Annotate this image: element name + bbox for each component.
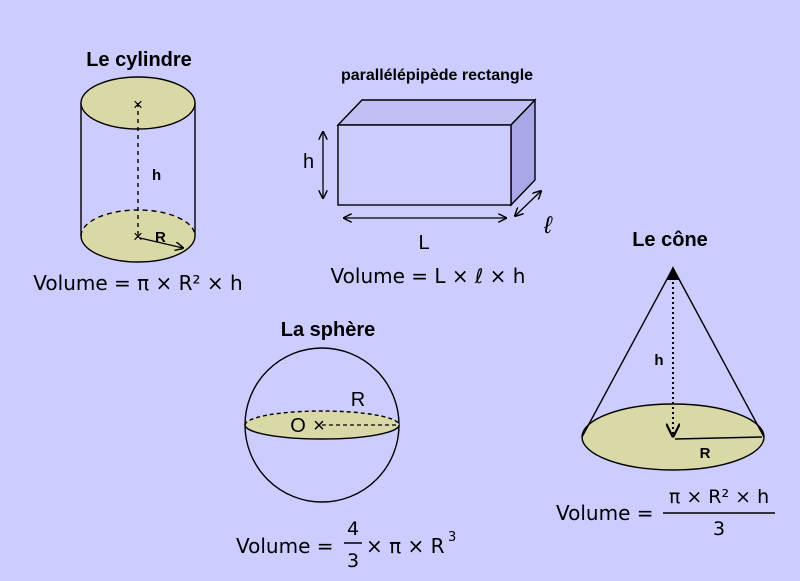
cone-left-side — [581, 267, 674, 438]
cylinder-figure: Le cylindre × × h R Volume = π × R² × h — [33, 49, 242, 295]
cylinder-base-center-mark: × — [133, 227, 143, 246]
sphere-equator-back-edge — [244, 410, 400, 426]
box-width-label: ℓ — [543, 212, 553, 239]
box-length-label: L — [418, 232, 429, 254]
cone-figure: Le cône h R Volume = π × R² × h 3 — [556, 229, 775, 540]
cone-radius-label: R — [700, 445, 711, 462]
sphere-exponent: 3 — [448, 530, 456, 545]
sphere-center-label: O — [290, 415, 306, 437]
sphere-equator-front-edge — [244, 424, 400, 440]
cylinder-height-label: h — [152, 167, 161, 184]
cone-apex-mark — [667, 266, 679, 280]
box-front-face — [337, 124, 512, 206]
cone-right-side — [672, 267, 765, 438]
sphere-formula-suffix: × π × R — [366, 534, 445, 558]
box-height-label: h — [303, 151, 314, 173]
sphere-figure: La sphère O × R Volume = 4 3 × π × R 3 — [236, 319, 456, 572]
box-formula: Volume = L × ℓ × h — [331, 264, 526, 288]
cylinder-base-front-edge — [80, 235, 196, 263]
sphere-center-mark: × — [313, 415, 325, 437]
sphere-radius-label: R — [351, 389, 365, 411]
sphere-title: La sphère — [281, 319, 375, 341]
cone-fraction-denominator: 3 — [713, 518, 725, 540]
sphere-fraction-numerator: 4 — [347, 518, 359, 540]
cylinder-radius-label: R — [155, 229, 166, 246]
sphere-formula-prefix: Volume = — [236, 534, 334, 558]
box-title: parallélépipède rectangle — [341, 67, 533, 84]
cylinder-formula: Volume = π × R² × h — [33, 271, 242, 295]
cone-fraction-numerator: π × R² × h — [669, 486, 769, 508]
cone-height-label: h — [654, 352, 663, 369]
box-top-face — [336, 99, 537, 126]
sphere-formula: Volume = 4 3 × π × R 3 — [236, 518, 456, 572]
cone-title: Le cône — [632, 229, 708, 251]
cylinder-base — [81, 210, 195, 262]
box-width-arrow — [515, 191, 541, 216]
cone-formula-prefix: Volume = — [556, 501, 654, 525]
cylinder-title: Le cylindre — [86, 49, 192, 71]
cone-radius-line — [674, 436, 763, 440]
box-figure: parallélépipède rectangle h L ℓ Volume =… — [303, 67, 553, 288]
cylinder-top-center-mark: × — [133, 95, 143, 114]
cylinder-radius-arrow — [139, 237, 183, 248]
sphere-fraction-denominator: 3 — [347, 550, 359, 572]
cone-formula: Volume = π × R² × h 3 — [556, 486, 775, 540]
